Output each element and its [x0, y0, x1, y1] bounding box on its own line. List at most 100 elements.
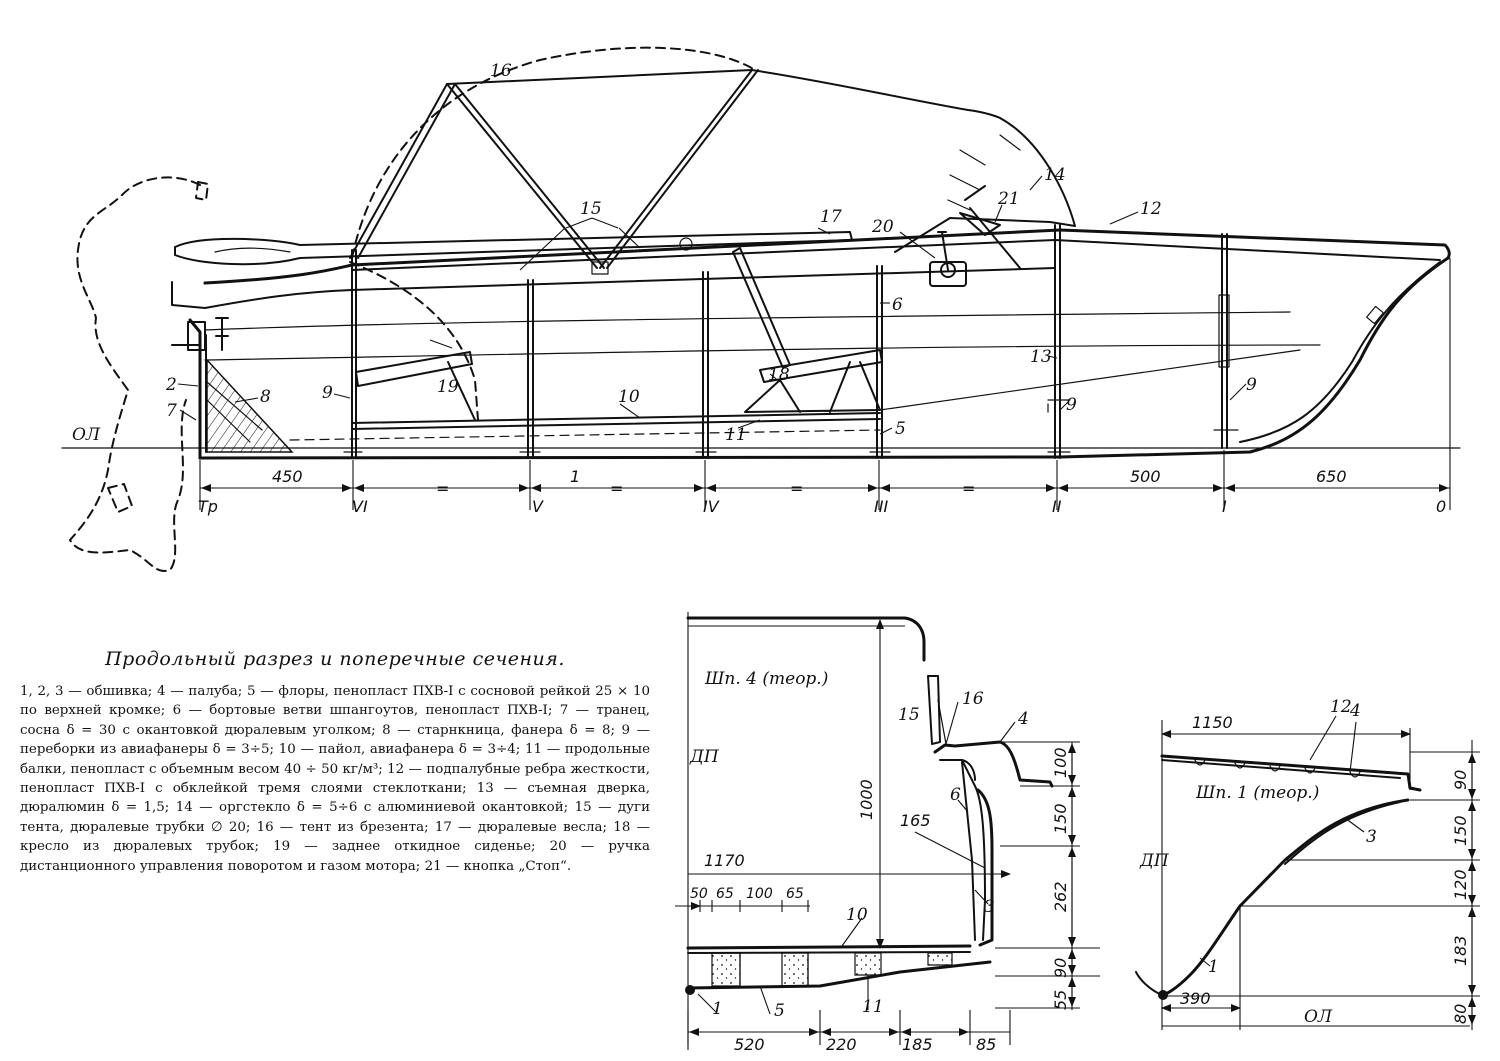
chine-line-2: [205, 345, 1320, 360]
station-label-7: 0: [1436, 497, 1446, 516]
section4-side-plate: [978, 790, 992, 945]
profile-dim-7: 650: [1316, 467, 1347, 486]
section4-callout-7: 1: [712, 999, 723, 1019]
windshield: [895, 118, 1075, 252]
section4-callout-9: 11: [862, 997, 884, 1017]
profile-callout-11: 9: [1246, 375, 1257, 395]
section4-dim-h-0: 1170: [704, 851, 745, 870]
section4-callout-3: 6: [950, 785, 961, 805]
stern-knee: [207, 360, 292, 452]
section4-callout-6: 10: [846, 905, 868, 925]
section1-title: Шп. 1 (теор.): [1195, 783, 1319, 803]
station-label-6: I: [1222, 497, 1227, 516]
tent-hoops: [350, 70, 758, 274]
section4-floor-1: [712, 953, 740, 986]
caption-title: Продольный разрез и поперечные сечения.: [105, 648, 565, 670]
section1-dim-v-1: 150: [1451, 815, 1470, 846]
section4-dim-b-0: 520: [734, 1035, 765, 1054]
profile-callout-5: 10: [618, 387, 640, 407]
section1-dim-v-0: 90: [1451, 770, 1470, 790]
section4-callout-1: 16: [962, 689, 984, 709]
rear-seat: [356, 352, 475, 420]
tent-dashed-arc-2: [350, 262, 478, 420]
chine-line: [205, 312, 1290, 330]
profile-dim-2: 1: [570, 467, 580, 486]
floor-pajol: [352, 413, 880, 423]
section4-callout-4: 165: [900, 811, 931, 830]
section1-ribs: [1195, 760, 1360, 777]
profile-callout-9: 13: [1030, 347, 1052, 367]
tent-dashed-arc: [352, 48, 755, 258]
section1-deck: [1162, 756, 1420, 790]
bow-inner: [1240, 262, 1440, 442]
profile-callout-2: 8: [260, 387, 271, 407]
profile-dim-3: =: [610, 479, 623, 498]
control-handle: [930, 186, 1020, 286]
section1-dim-h-0: 1150: [1192, 713, 1233, 732]
section4-callout-2: 4: [1017, 709, 1029, 729]
profile-callout-7: 18: [768, 365, 790, 385]
floor-pajol-2: [352, 419, 880, 429]
keel-line: [200, 457, 1060, 458]
tent-top-line: [447, 70, 1000, 118]
profile-callout-12: 6: [892, 295, 903, 315]
windshield-hatch: [948, 135, 1020, 210]
section-4: Шп. 4 (теор.) ДП 15 16 4 6 165 3 10 1 5 …: [675, 612, 1100, 1054]
waterline-label: ОЛ: [72, 425, 101, 445]
section1-callout-2: 3: [1366, 827, 1377, 847]
section4-callout-5: 3: [984, 897, 995, 917]
section4-dim-b-2: 185: [902, 1035, 933, 1054]
section4-dim-b-1: 220: [826, 1035, 857, 1054]
section4-tent-outline: [688, 618, 924, 660]
station-label-2: V: [532, 497, 544, 516]
section1-callout-1: 4: [1349, 701, 1361, 721]
chine-line-3: [880, 350, 1300, 410]
section4-dim-h-4: 65: [786, 886, 804, 902]
section4-dim-v-3: 262: [1051, 881, 1070, 912]
section-1: Шп. 1 (теор.) ДП ОЛ 12 4 3 1 1150 390 90…: [1136, 697, 1480, 1030]
bow-stem: [1060, 258, 1448, 457]
profile-callout-3: 9: [322, 383, 333, 403]
section1-callout-0: 12: [1330, 697, 1352, 717]
frames: [344, 225, 1238, 458]
legend-text: 1, 2, 3 — обшивка; 4 — палуба; 5 — флоры…: [20, 684, 650, 874]
section4-centerline-label: ДП: [689, 747, 720, 767]
sheer-line: [352, 240, 1440, 270]
profile-callout-10: 9: [1066, 395, 1077, 415]
oar: [175, 232, 852, 264]
outboard-motor-outline: [70, 177, 200, 571]
station-label-1: VI: [352, 497, 368, 516]
section4-dim-h-1: 50: [690, 886, 708, 902]
profile-dim-0: 450: [272, 467, 303, 486]
profile-callout-16: 12: [1140, 199, 1162, 219]
profile-dim-6: 500: [1130, 467, 1161, 486]
profile-callout-8: 5: [895, 419, 906, 439]
profile-dim-1: =: [436, 479, 449, 498]
section1-centerline-label: ДП: [1139, 851, 1170, 871]
section4-bottom: [688, 962, 990, 988]
floor-dashed: [290, 430, 880, 440]
section1-waterline-label: ОЛ: [1304, 1007, 1333, 1027]
motor-tiller: [196, 182, 208, 200]
profile-callout-0: 2: [165, 375, 177, 395]
section4-dim-v-0: 1000: [857, 779, 876, 820]
profile-dim-4: =: [790, 479, 803, 498]
section4-dim-h-3: 100: [746, 886, 773, 902]
section4-dim-v-2: 150: [1051, 803, 1070, 834]
profile-callout-4: 19: [437, 377, 459, 397]
section4-tent: [938, 700, 946, 744]
section1-hull: [1162, 800, 1408, 995]
deck-line: [172, 268, 1055, 308]
profile-callout-14: 21: [997, 189, 1020, 209]
section4-callout-8: 5: [774, 1001, 785, 1021]
section1-callout-3: 1: [1208, 957, 1219, 977]
section4-callout-0: 15: [898, 705, 920, 725]
dim-extensions: [200, 258, 1450, 510]
station-label-4: III: [874, 497, 888, 516]
chair: [733, 248, 882, 412]
profile-dim-5: =: [962, 479, 975, 498]
profile-callout-18: 16: [490, 61, 512, 81]
profile-callout-17: 15: [580, 199, 602, 219]
profile-leaders: [178, 176, 1246, 434]
section4-floor-2: [782, 953, 808, 986]
